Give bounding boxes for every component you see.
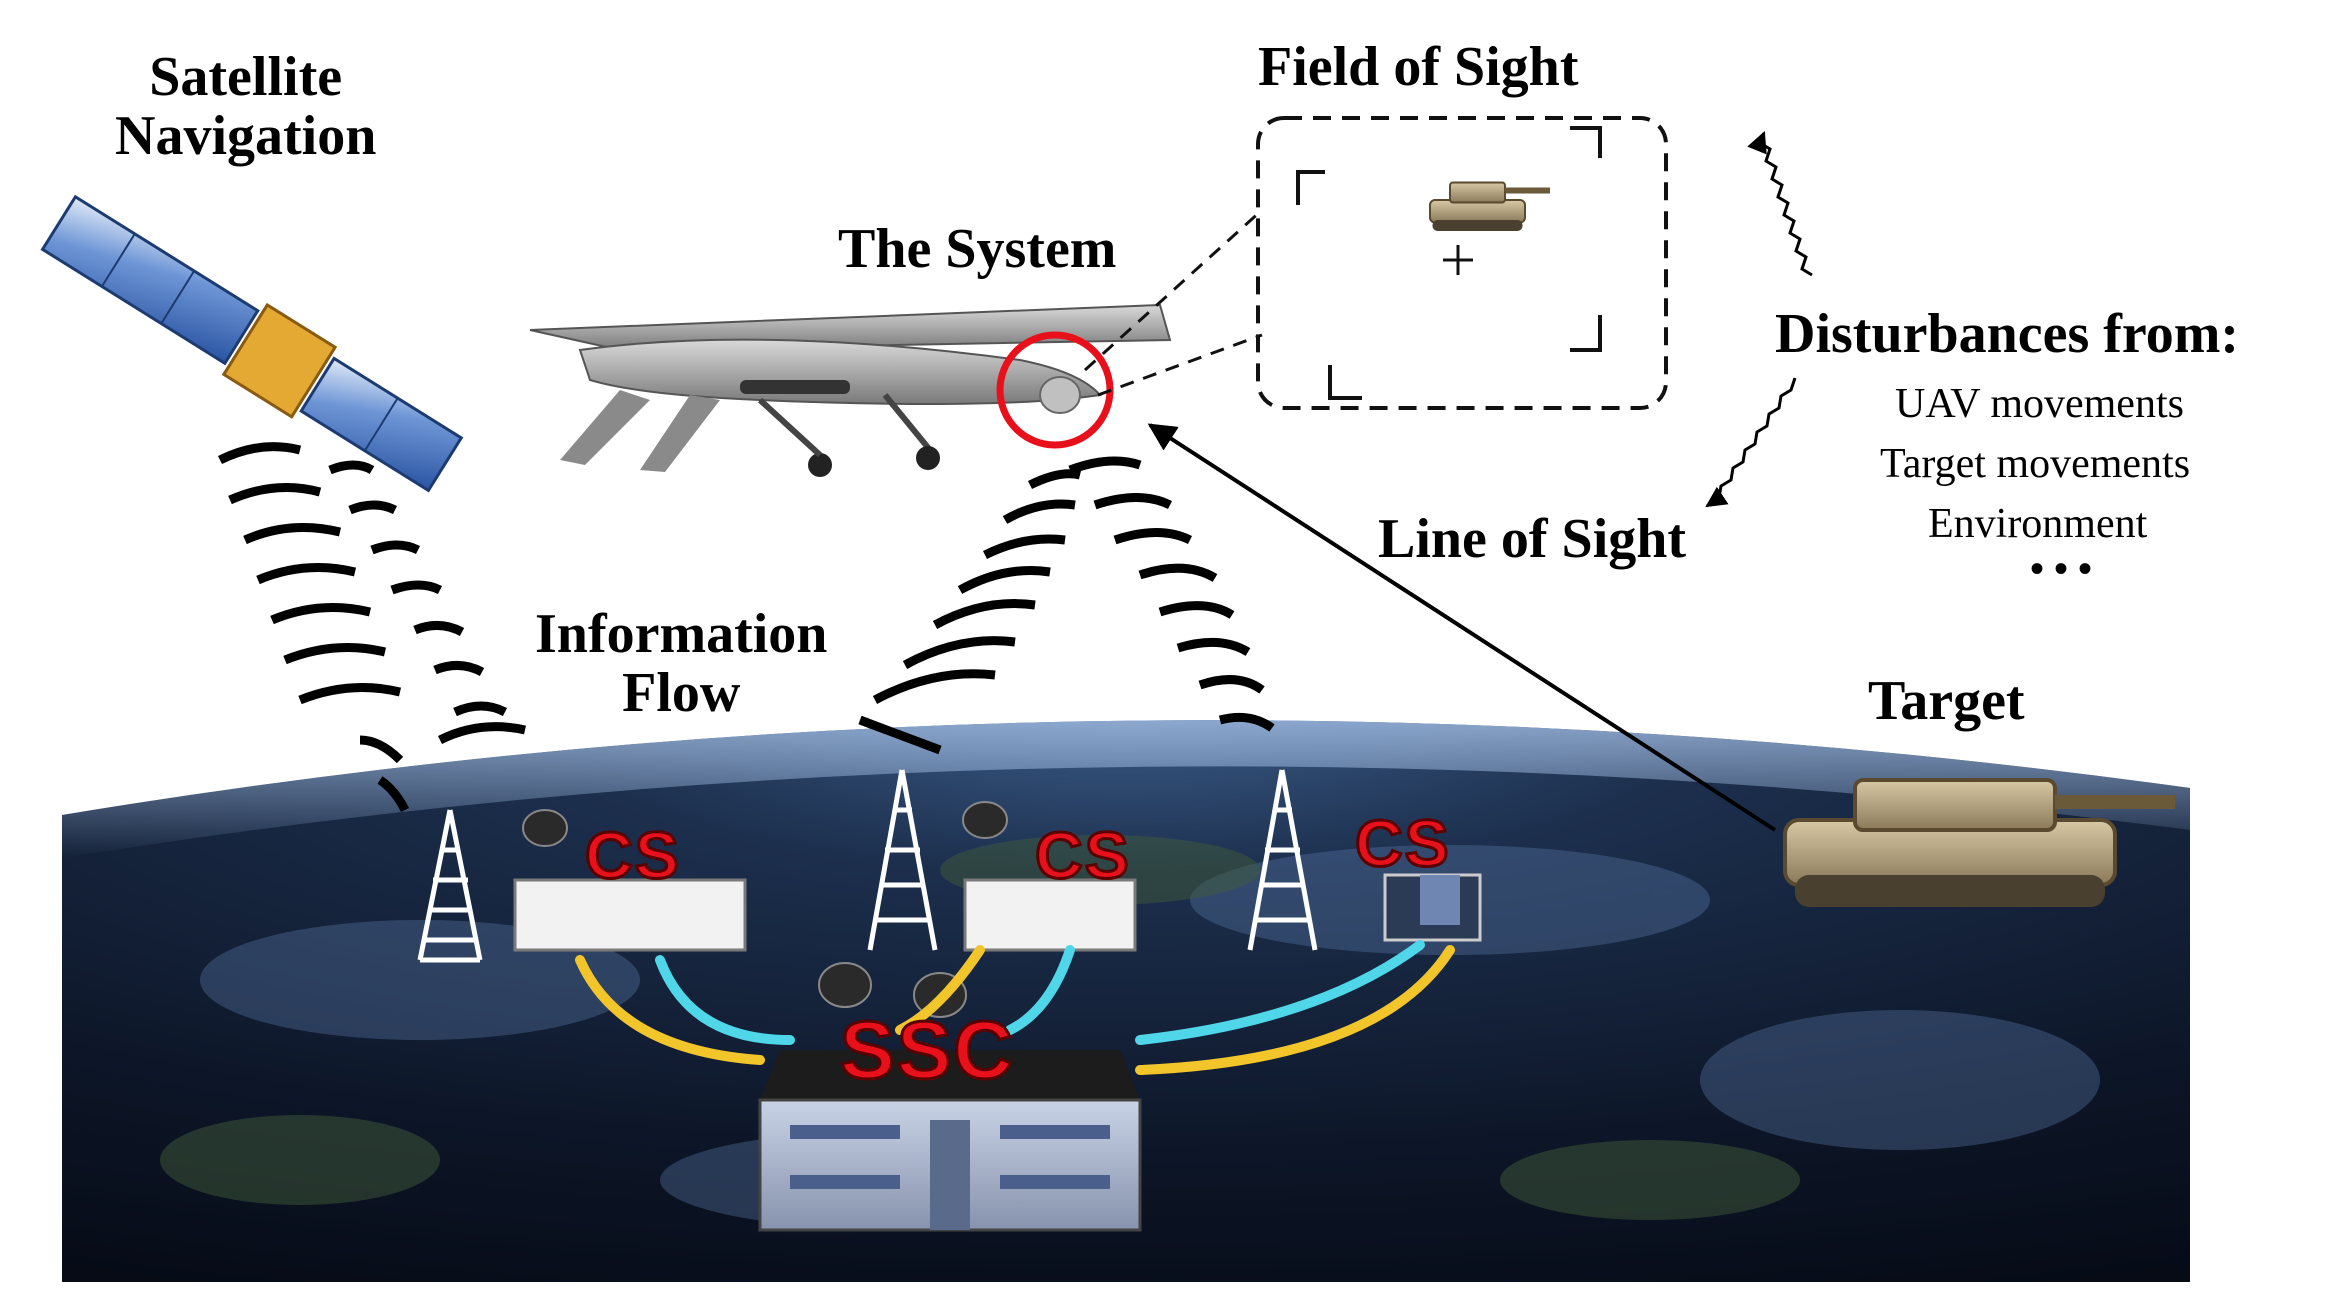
target-tank-icon — [1783, 778, 2175, 907]
cs-station-label: CS — [1354, 806, 1451, 880]
ssc-station-label: SSC — [839, 1005, 1015, 1096]
information-flow-label: Information Flow — [535, 603, 828, 724]
line-of-sight-arrow — [1147, 423, 1777, 832]
satellite-signal — [217, 442, 526, 813]
satellite-navigation-label: Satellite Navigation — [115, 46, 377, 167]
uav-drone-icon — [529, 303, 1172, 477]
ellipsis-label: • • • — [2030, 546, 2093, 591]
disturbance-arrows — [1705, 131, 1813, 508]
field-of-sight-frame — [1083, 116, 1668, 410]
cs-container-icon — [513, 873, 1482, 952]
cs-station-label: CS — [584, 818, 681, 892]
field-of-sight-label: Field of Sight — [1258, 36, 1579, 98]
information-flow-signal — [858, 456, 1275, 755]
target-label: Target — [1868, 670, 2025, 732]
building-icon — [758, 1050, 1142, 1232]
communication-waves — [575, 940, 1455, 1075]
disturbance-item: Environment — [1928, 501, 2148, 547]
disturbances-title: Disturbances from: — [1775, 303, 2240, 365]
cs-station-label: CS — [1034, 818, 1131, 892]
disturbance-item: Target movements — [1880, 441, 2191, 487]
line-of-sight-label: Line of Sight — [1378, 508, 1687, 570]
satellite-icon — [40, 194, 464, 493]
radio-tower-icon — [417, 769, 1318, 963]
system-label: The System — [838, 218, 1117, 280]
tank-icon — [1429, 181, 1550, 231]
disturbance-item: UAV movements — [1895, 381, 2184, 427]
